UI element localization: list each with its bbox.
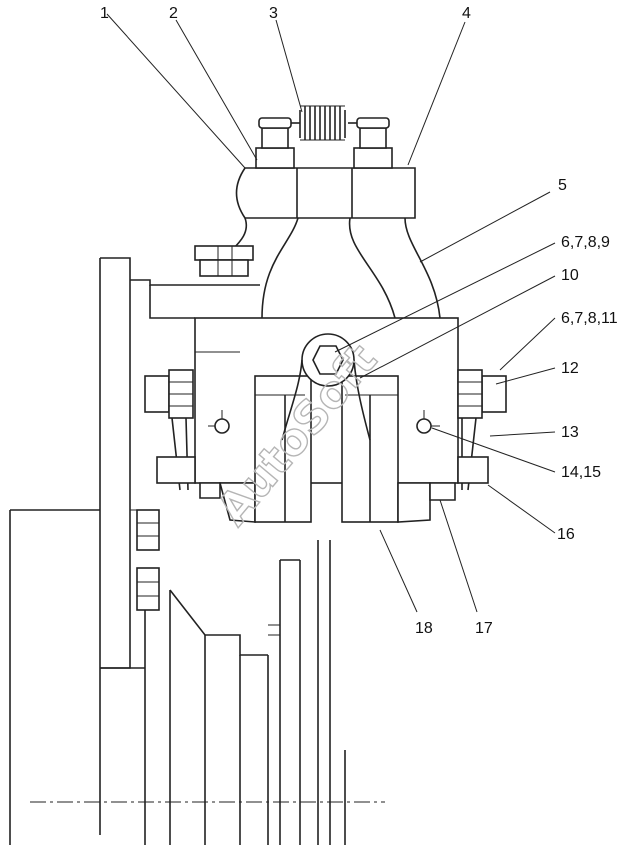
callout-10: 10 [561, 267, 579, 284]
callout-17: 17 [475, 620, 493, 637]
housing [9, 257, 385, 845]
main-block [194, 317, 459, 523]
callout-18: 18 [415, 620, 433, 637]
nut [194, 245, 254, 277]
spring [255, 105, 393, 169]
clamp-bar [235, 167, 416, 219]
callout-13: 13 [561, 424, 579, 441]
callout-12: 12 [561, 360, 579, 377]
callout-5: 5 [558, 177, 567, 194]
callout-14-15: 14,15 [561, 464, 601, 481]
callout-16: 16 [557, 526, 575, 543]
callout-6-7-8-11: 6,7,8,11 [561, 310, 618, 327]
arms [231, 217, 441, 319]
leader-lines [106, 13, 556, 613]
callout-2: 2 [169, 5, 178, 22]
callout-3: 3 [269, 5, 278, 22]
side-bolts [144, 369, 507, 491]
callout-4: 4 [462, 5, 471, 22]
callout-6-7-8-9: 6,7,8,9 [561, 234, 610, 251]
callout-1: 1 [100, 5, 109, 22]
